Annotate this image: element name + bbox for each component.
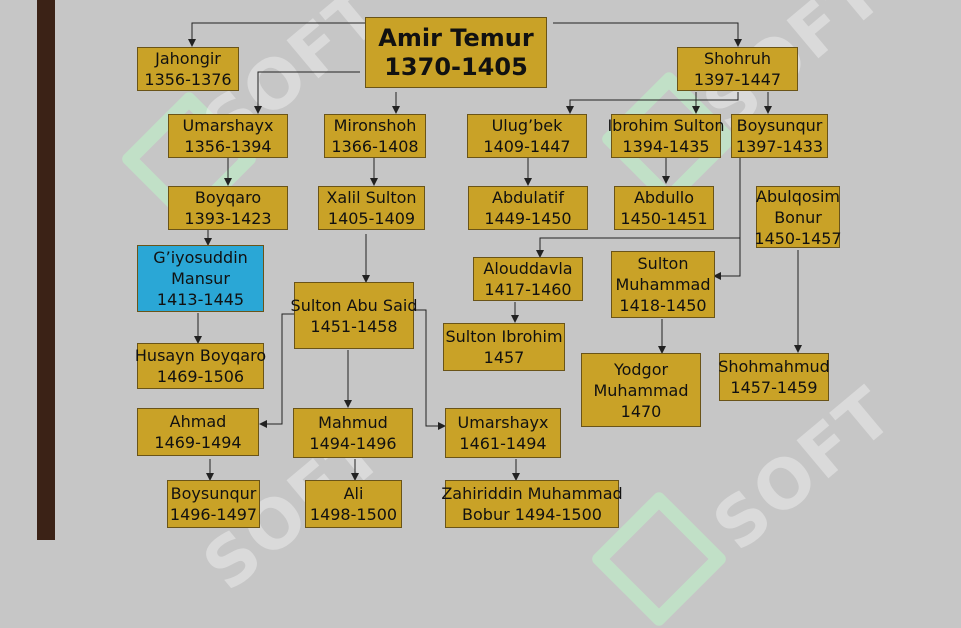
node-years: 1393-1423: [184, 209, 272, 228]
node-shohruh: Shohruh 1397-1447: [677, 47, 798, 91]
node-years: 1469-1494: [154, 433, 242, 452]
node-years: 1450-1457: [754, 228, 842, 248]
node-boysunqur-2: Boysunqur 1496-1497: [167, 480, 260, 528]
node-years: 1449-1450: [484, 209, 572, 228]
node-name-line1: Yodgor: [613, 359, 669, 379]
node-years: 1418-1450: [619, 296, 707, 315]
node-years: 1397-1447: [693, 70, 782, 89]
node-sulton-ibrohim: Sulton Ibrohim 1457: [443, 323, 565, 371]
node-years: 1394-1435: [622, 137, 710, 156]
node-name: Sulton Ibrohim: [445, 327, 563, 346]
node-boyqaro: Boyqaro 1393-1423: [168, 186, 288, 230]
node-name: Shohruh: [703, 49, 772, 68]
node-umarshayx-2: Umarshayx 1461-1494: [445, 408, 561, 458]
node-name: Abdullo: [633, 188, 695, 207]
node-name: Abdulatif: [492, 188, 564, 207]
node-mahmud: Mahmud 1494-1496: [293, 408, 413, 458]
node-xalil-sulton: Xalil Sulton 1405-1409: [318, 186, 425, 230]
node-name: Amir Temur: [378, 23, 534, 52]
node-years: 1494-1496: [309, 434, 397, 453]
node-name: Boysunqur: [170, 484, 257, 503]
node-name: Boyqaro: [194, 188, 262, 207]
node-umarshayx: Umarshayx 1356-1394: [168, 114, 288, 158]
node-name: Husayn Boyqaro: [134, 346, 267, 365]
node-name: Boysunqur: [736, 116, 823, 135]
node-sulton-abu-said: Sulton Abu Said 1451-1458: [291, 282, 417, 349]
node-zahiriddin-muhammad-bobur: Zahiriddin Muhammad Bobur 1494-1500: [441, 480, 623, 528]
node-years: 1356-1394: [184, 137, 272, 156]
node-name-line1: G’iyosuddin: [153, 248, 248, 267]
node-name: Mahmud: [318, 413, 388, 432]
node-jahongir: Jahongir 1356-1376: [137, 47, 239, 91]
node-ulugbek: Ulug’bek 1409-1447: [467, 114, 587, 158]
node-name: Xalil Sulton: [326, 188, 417, 207]
node-name-line2: Muhammad: [615, 275, 711, 294]
node-abulqosim-bonur: Abulqosim Bonur 1450-1457: [754, 186, 842, 248]
node-years: 1366-1408: [331, 137, 419, 156]
node-name: Shohmahmud: [718, 357, 830, 376]
node-shohmahmud: Shohmahmud 1457-1459: [718, 353, 830, 401]
node-mironshoh: Mironshoh 1366-1408: [324, 114, 426, 158]
node-years: 1370-1405: [384, 52, 528, 81]
node-name-line2: Mansur: [171, 269, 230, 288]
node-name: Ibrohim Sulton: [607, 116, 725, 135]
node-years: 1461-1494: [459, 434, 547, 453]
node-years: 1405-1409: [327, 209, 416, 228]
node-name: Jahongir: [155, 49, 221, 68]
node-name: Ahmad: [169, 412, 227, 431]
node-years: 1470: [620, 401, 662, 421]
tree-connectors: [188, 22, 802, 481]
node-boysunqur: Boysunqur 1397-1433: [731, 114, 828, 158]
node-years: 1451-1458: [310, 316, 398, 336]
node-alouddavla: Alouddavla 1417-1460: [473, 257, 583, 301]
node-years: 1498-1500: [309, 505, 398, 524]
left-accent-bar: [37, 0, 55, 540]
node-ahmad: Ahmad 1469-1494: [137, 408, 259, 456]
node-years: 1469-1506: [156, 367, 245, 386]
node-years: 1356-1376: [144, 70, 232, 89]
node-ali: Ali 1498-1500: [305, 480, 402, 528]
node-name: Alouddavla: [483, 259, 573, 278]
node-husayn-boyqaro: Husayn Boyqaro 1469-1506: [134, 343, 267, 389]
node-name-line2: Bonur: [774, 207, 822, 227]
node-ibrohim-sulton: Ibrohim Sulton 1394-1435: [607, 114, 725, 158]
node-name: Mironshoh: [333, 116, 417, 135]
node-name: Umarshayx: [457, 413, 549, 432]
node-abdulatif: Abdulatif 1449-1450: [468, 186, 588, 230]
node-years: 1409-1447: [483, 137, 571, 156]
node-yodgor-muhammad: Yodgor Muhammad 1470: [581, 353, 701, 427]
node-name-line2: Muhammad: [593, 380, 689, 400]
node-name: Sulton Abu Said: [290, 295, 418, 315]
node-name-line1: Sulton: [637, 254, 689, 273]
node-years: Bobur 1494-1500: [462, 505, 602, 524]
node-amir-temur: Amir Temur 1370-1405: [365, 17, 547, 88]
node-name: Zahiriddin Muhammad: [441, 484, 623, 503]
node-years: 1413-1445: [156, 290, 245, 309]
node-years: 1397-1433: [735, 137, 824, 156]
node-name: Umarshayx: [182, 116, 274, 135]
node-name-line1: Abulqosim: [756, 186, 840, 206]
node-name: Ulug’bek: [491, 116, 563, 135]
node-years: 1457-1459: [730, 378, 818, 397]
node-years: 1496-1497: [169, 505, 258, 524]
node-abdullo: Abdullo 1450-1451: [614, 186, 714, 230]
node-years: 1417-1460: [484, 280, 572, 299]
node-years: 1450-1451: [620, 209, 708, 228]
node-name: Ali: [343, 484, 364, 503]
node-giyosuddin-mansur: G’iyosuddin Mansur 1413-1445: [137, 245, 264, 312]
node-sulton-muhammad: Sulton Muhammad 1418-1450: [611, 251, 715, 318]
node-years: 1457: [483, 348, 525, 367]
